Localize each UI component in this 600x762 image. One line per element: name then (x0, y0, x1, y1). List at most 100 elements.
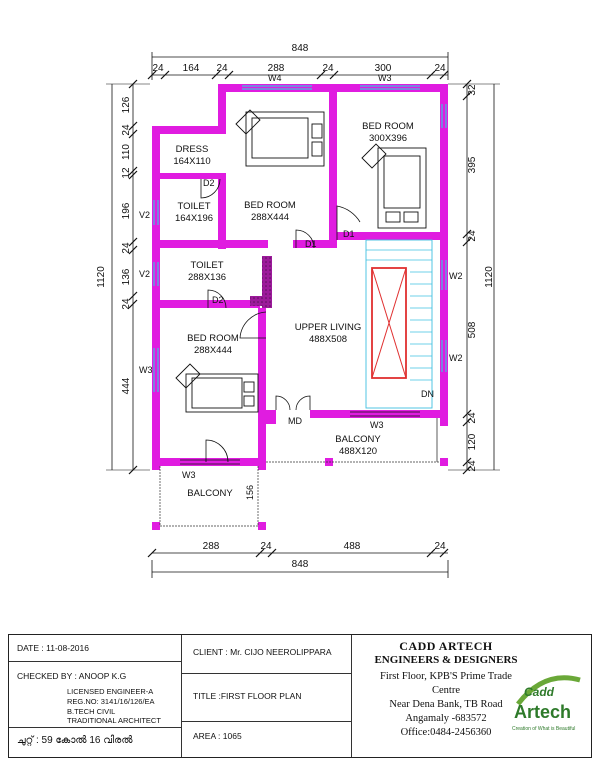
left-dim-3: 110 (121, 144, 132, 160)
divider (9, 727, 181, 728)
tag-w2-b: W2 (449, 353, 463, 363)
room-bed2-size: 300X396 (369, 133, 407, 144)
overall-depth-right: 1120 (484, 266, 495, 288)
room-dress-name: DRESS (176, 144, 209, 155)
address-line-3: Near Dena Bank, TB Road (389, 699, 503, 710)
room-bed3-name: BED ROOM (187, 333, 239, 344)
top-dimension-overall: 848 (151, 43, 449, 80)
tag-w3-living: W3 (370, 420, 384, 430)
room-bed1-size: 288X444 (251, 212, 289, 223)
degree-text: B.TECH CIVIL (67, 707, 116, 716)
room-toilet1-size: 164X196 (175, 213, 213, 224)
bottom-dim-3: 488 (344, 541, 361, 552)
logo-tagline: Creation of What is Beautiful (512, 726, 575, 732)
client-text: CLIENT : Mr. CIJO NEEROLIPPARA (193, 647, 332, 657)
room-bed2-name: BED ROOM (362, 121, 414, 132)
right-dim-2: 395 (467, 156, 478, 173)
room-bed1-name: BED ROOM (244, 200, 296, 211)
room-toilet1-name: TOILET (177, 201, 210, 212)
licensed-text: LICENSED ENGINEER-A (67, 687, 154, 696)
left-dim-8: 24 (121, 298, 132, 310)
bed-furniture-1 (235, 109, 325, 167)
room-labels: DRESS 164X110 TOILET 164X196 BED ROOM 28… (173, 121, 414, 499)
tag-w2-a: W2 (449, 271, 463, 281)
top-dim-6: 300 (375, 63, 392, 74)
left-dim-7: 136 (121, 268, 132, 285)
firm-name: CADD ARTECH (399, 639, 493, 653)
staircase (365, 239, 433, 409)
room-living-size: 488X508 (309, 334, 347, 345)
drawing-title-text: TITLE :FIRST FLOOR PLAN (193, 691, 302, 701)
room-toilet2-name: TOILET (190, 260, 223, 271)
room-balcony1-name: BALCONY (335, 434, 381, 445)
top-dim-7: 24 (434, 63, 446, 74)
logo-cadd: Cadd (524, 685, 555, 699)
tag-w3-top: W3 (378, 73, 392, 83)
left-dim-4: 12 (121, 167, 132, 179)
room-bed3-size: 288X444 (194, 345, 232, 356)
window-frames (180, 411, 420, 465)
right-dim-3: 24 (467, 230, 478, 242)
title-block: DATE : 11-08-2016 CHECKED BY : ANOOP K.G… (8, 634, 592, 758)
tag-dn: DN (421, 389, 434, 399)
tag-w3-bottom: W3 (182, 470, 196, 480)
walls (152, 84, 448, 530)
right-dimension-overall: 1120 (448, 83, 500, 471)
opening-tags: W4 W3 V2 V2 D2 D2 D1 D1 W2 W2 W3 W3 W3 M… (139, 73, 463, 500)
checked-by-text: CHECKED BY : ANOOP K.G (17, 671, 127, 681)
bed-furniture-2 (361, 143, 427, 229)
room-balcony1-size: 488X120 (339, 446, 377, 457)
company-logo: Cadd Artech Creation of What is Beautifu… (512, 675, 581, 732)
tag-step-156: 156 (245, 485, 255, 500)
top-dim-1: 24 (152, 63, 164, 74)
tag-v2-b: V2 (139, 269, 150, 279)
divider (351, 635, 352, 757)
top-dim-2: 164 (183, 63, 200, 74)
divider (9, 661, 181, 662)
overall-width-top: 848 (292, 43, 309, 54)
right-dimension-chain: 32 395 24 508 24 120 24 (462, 79, 478, 475)
doors (200, 178, 361, 463)
divider (181, 721, 351, 722)
traditional-text: TRADITIONAL ARCHITECT (67, 716, 161, 725)
address-line-2: Centre (432, 685, 460, 696)
top-dim-3: 24 (216, 63, 228, 74)
left-dim-1: 126 (121, 96, 132, 113)
top-dimension-chain: 24 164 24 288 24 300 24 (147, 63, 449, 80)
room-toilet2-size: 288X136 (188, 272, 226, 283)
bottom-dimension-chain: 288 24 488 24 (147, 541, 449, 558)
right-dim-7: 24 (467, 460, 478, 472)
right-dim-4: 508 (467, 321, 478, 338)
tag-d1-a: D1 (305, 239, 317, 249)
address-line-4: Angamaly -683572 (405, 713, 487, 724)
left-dim-5: 196 (121, 202, 132, 219)
tag-w4: W4 (268, 73, 282, 83)
logo-artech: Artech (514, 702, 571, 722)
top-dim-4: 288 (268, 63, 285, 74)
hatched-wall-return (250, 296, 272, 306)
room-balcony2-name: BALCONY (187, 488, 233, 499)
bottom-dim-2: 24 (260, 541, 272, 552)
right-dim-1: 32 (467, 84, 478, 96)
floor-plan: 848 24 164 24 288 24 300 24 1120 (96, 43, 500, 578)
left-dim-2: 24 (121, 124, 132, 136)
divider (181, 673, 351, 674)
logo-swoosh (516, 675, 581, 706)
tag-d2-a: D2 (203, 178, 215, 188)
left-dim-6: 24 (121, 242, 132, 254)
top-dim-5: 24 (322, 63, 334, 74)
bottom-dimension-overall: 848 (151, 559, 449, 578)
tag-v2-a: V2 (139, 210, 150, 220)
bottom-dim-4: 24 (434, 541, 446, 552)
tag-w3-left: W3 (139, 365, 153, 375)
balcony-railings (159, 461, 440, 527)
tag-d1-b: D1 (343, 229, 355, 239)
area-text: AREA : 1065 (193, 731, 242, 741)
address-line-1: First Floor, KPB'S Prime Trade (380, 671, 512, 682)
measurement-text: ചുറ്റ് : 59 കോൽ 16 വിരൽ (17, 735, 133, 746)
tag-d2-b: D2 (212, 295, 224, 305)
tag-md: MD (288, 416, 302, 426)
right-dim-6: 120 (467, 433, 478, 450)
room-living-name: UPPER LIVING (295, 322, 362, 333)
right-dim-5: 24 (467, 412, 478, 424)
